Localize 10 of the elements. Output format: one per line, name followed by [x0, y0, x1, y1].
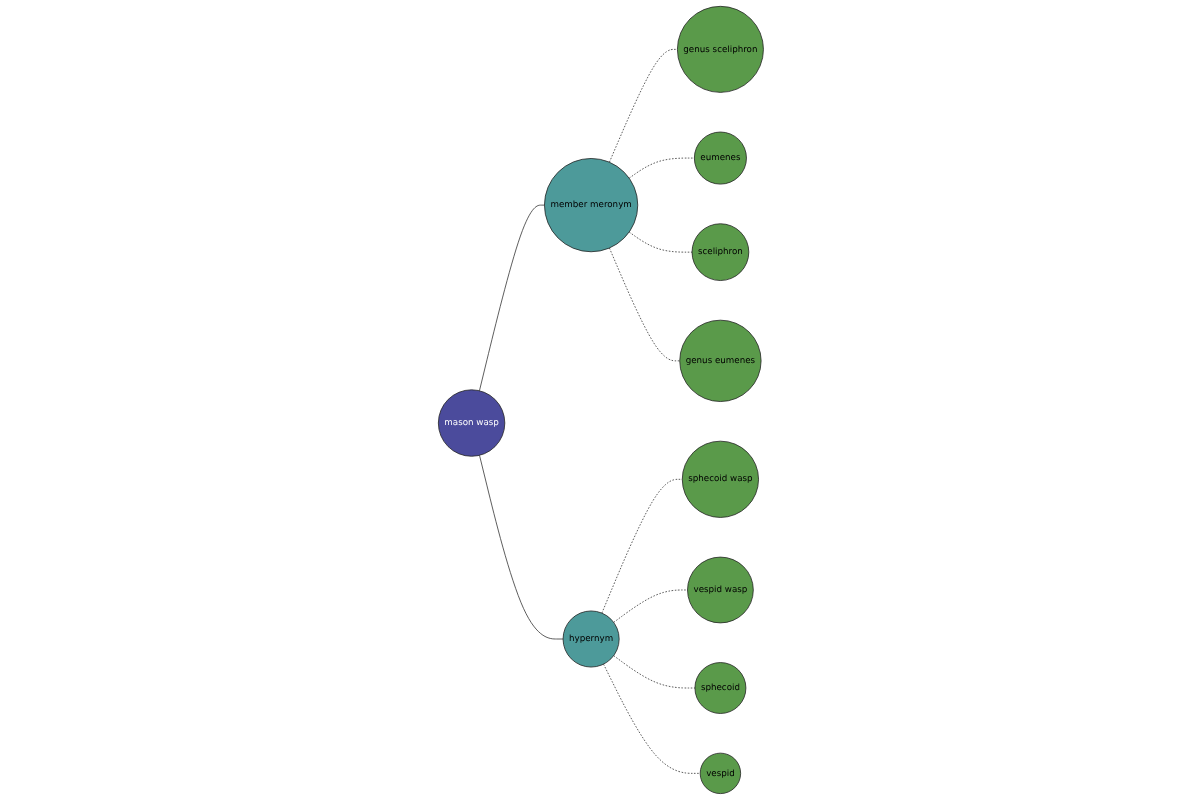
connector: [608, 49, 677, 163]
connector: [627, 157, 694, 179]
connector: [602, 663, 700, 774]
connector: [627, 231, 692, 253]
connector: [478, 454, 563, 640]
connector: [600, 478, 682, 614]
connector: [612, 589, 687, 623]
connector: [478, 204, 544, 392]
connector: [608, 247, 680, 362]
connector: [612, 655, 695, 689]
